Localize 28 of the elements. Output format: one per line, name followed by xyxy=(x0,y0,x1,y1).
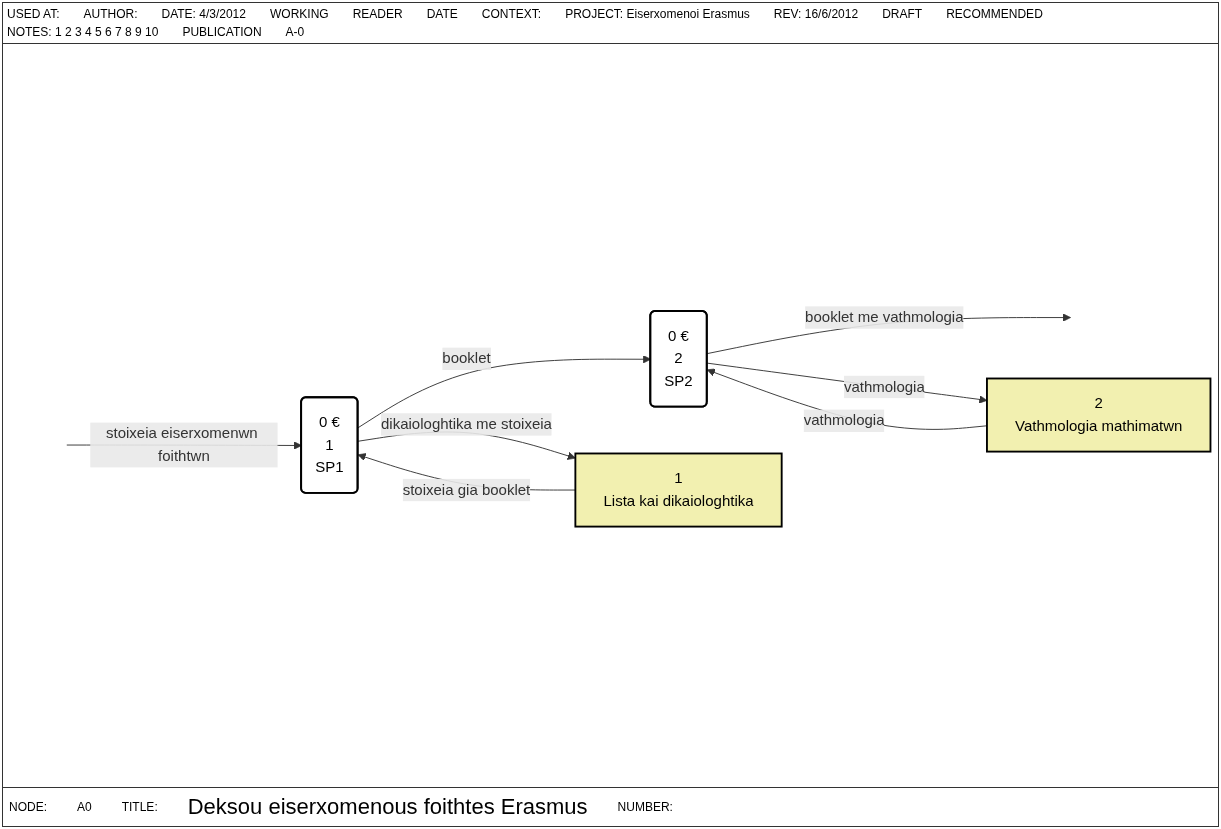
frame-label: A0 xyxy=(77,800,92,814)
frame-label: PROJECT: Eiserxomenoi Erasmus xyxy=(565,7,750,21)
edge-label: vathmologia xyxy=(803,412,885,429)
frame-label: CONTEXT: xyxy=(481,7,542,21)
frame-label: NUMBER: xyxy=(617,800,673,814)
frame-label: A-0 xyxy=(285,25,305,39)
edge-label: dikaiologhtika me stoixeia xyxy=(381,416,552,433)
diagram-title: Deksou eiserxomenous foithtes Erasmus xyxy=(187,794,588,820)
node-box: 2 Vathmologia mathimatwn xyxy=(986,378,1212,453)
frame-label: TITLE: xyxy=(121,800,158,814)
frame-label: PUBLICATION xyxy=(182,25,262,39)
edge-label: booklet xyxy=(442,350,491,367)
frame-label: READER xyxy=(352,7,403,21)
frame-label: DRAFT xyxy=(882,7,923,21)
frame-label: RECOMMENDED xyxy=(946,7,1043,21)
frame-label: AUTHOR: xyxy=(83,7,138,21)
frame-label: NODE: xyxy=(9,800,47,814)
frame-label: NOTES: 1 2 3 4 5 6 7 8 9 10 xyxy=(7,25,159,39)
edge-label: booklet me vathmologia xyxy=(805,309,964,326)
node-box: 1 Lista kai dikaiologhtika xyxy=(574,453,783,528)
frame-label: DATE xyxy=(426,7,458,21)
frame-label: WORKING xyxy=(269,7,329,21)
edge-label: stoixeia gia booklet xyxy=(402,482,531,498)
frame-label: USED AT: xyxy=(7,7,60,21)
frame-label: DATE: 4/3/2012 xyxy=(161,7,246,21)
edge-label: stoixeia eiserxomenwn foithtwn xyxy=(105,425,258,465)
frame-label: REV: 16/6/2012 xyxy=(773,7,859,21)
edge-label: vathmologia xyxy=(843,378,925,395)
